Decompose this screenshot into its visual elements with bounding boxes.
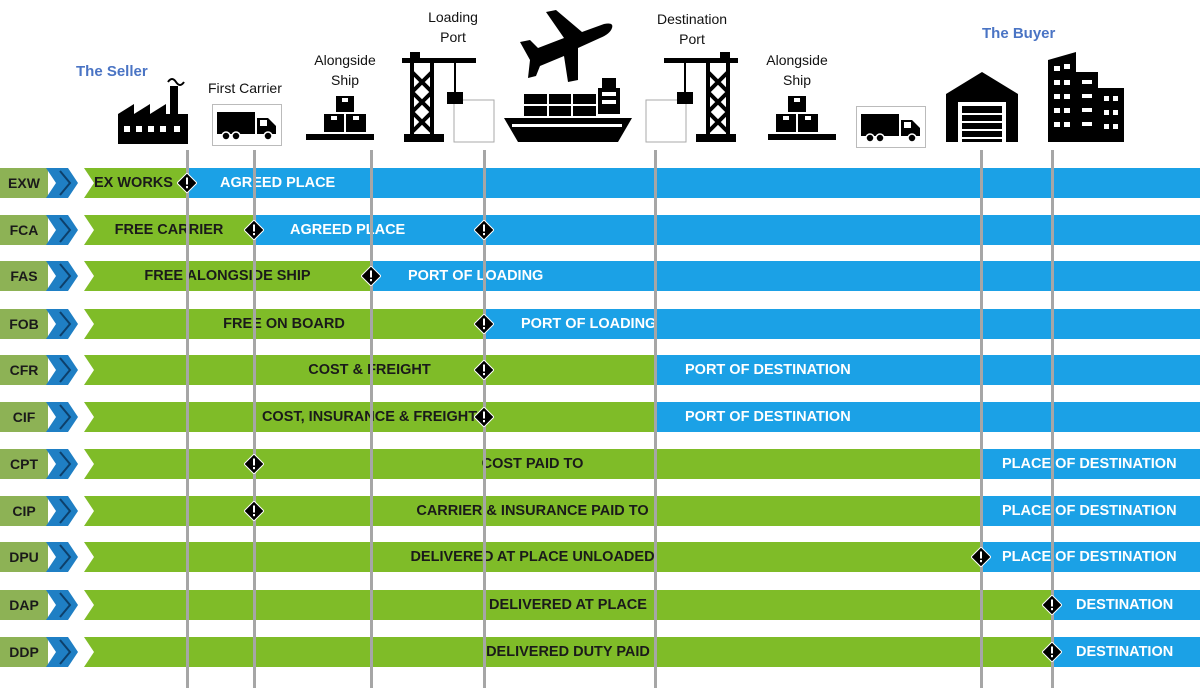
alongside-ship-origin-line2: Ship <box>330 72 360 88</box>
seller-segment: COST, INSURANCE & FREIGHT <box>84 402 655 432</box>
transfer-point-icon <box>244 454 264 474</box>
airplane-icon <box>520 10 613 82</box>
buyer-segment: PLACE OF DESTINATION <box>981 496 1200 526</box>
loading-port-line2: Port <box>440 29 466 45</box>
warehouse-icon <box>946 72 1018 142</box>
buyer-segment: PORT OF DESTINATION <box>655 402 1200 432</box>
transfer-point-icon <box>244 501 264 521</box>
incoterm-code: DPU <box>0 542 48 572</box>
seller-segment: CARRIER & INSURANCE PAID TO <box>84 496 981 526</box>
transfer-point-icon <box>1042 642 1062 662</box>
chevron-right-icon <box>46 496 78 526</box>
seller-segment: EX WORKS <box>84 168 187 198</box>
loading-port-line1: Loading <box>428 9 478 25</box>
transfer-point-icon <box>474 360 494 380</box>
chevron-right-icon <box>46 402 78 432</box>
port-crane-icon <box>645 52 738 143</box>
alongside-ship-origin-line1: Alongside <box>314 52 376 68</box>
buyer-segment: PLACE OF DESTINATION <box>981 449 1200 479</box>
transfer-point-icon <box>474 407 494 427</box>
buyer-segment: PORT OF LOADING <box>371 261 1200 291</box>
alongside-ship-dest-label: Alongside Ship <box>762 50 832 90</box>
seller-segment: FREE ALONGSIDE SHIP <box>84 261 371 291</box>
alongside-ship-dest-line2: Ship <box>782 72 812 88</box>
seller-segment: DELIVERED AT PLACE UNLOADED <box>84 542 981 572</box>
cargo-boxes-icon <box>306 96 374 140</box>
incoterm-code: FOB <box>0 309 48 339</box>
seller-segment: FREE ON BOARD <box>84 309 484 339</box>
port-crane-icon <box>402 52 495 143</box>
transfer-point-icon <box>361 266 381 286</box>
chevron-right-icon <box>46 590 78 620</box>
chevron-right-icon <box>46 449 78 479</box>
incoterm-code: FAS <box>0 261 48 291</box>
buyer-label: The Buyer <box>982 25 1056 42</box>
incoterm-code: CPT <box>0 449 48 479</box>
seller-segment: COST PAID TO <box>84 449 981 479</box>
chevron-right-icon <box>46 261 78 291</box>
seller-segment: DELIVERED AT PLACE <box>84 590 1052 620</box>
transfer-point-icon <box>971 547 991 567</box>
chevron-right-icon <box>46 309 78 339</box>
truck-icon <box>212 104 282 146</box>
seller-segment: FREE CARRIER <box>84 215 254 245</box>
destination-port-label: Destination Port <box>650 9 734 49</box>
transfer-point-icon <box>244 220 264 240</box>
transfer-point-icon <box>1042 595 1062 615</box>
chevron-right-icon <box>46 168 78 198</box>
buyer-segment: DESTINATION <box>1052 590 1200 620</box>
incoterm-code: FCA <box>0 215 48 245</box>
cargo-ship-icon <box>504 78 632 142</box>
buyer-segment: AGREED PLACE <box>187 168 1200 198</box>
chevron-right-icon <box>46 637 78 667</box>
office-building-icon <box>1048 52 1124 142</box>
incoterm-code: DDP <box>0 637 48 667</box>
seller-label: The Seller <box>76 63 148 80</box>
chevron-right-icon <box>46 215 78 245</box>
alongside-ship-origin-label: Alongside Ship <box>310 50 380 90</box>
incoterm-code: CFR <box>0 355 48 385</box>
incoterm-code: CIP <box>0 496 48 526</box>
buyer-segment: AGREED PLACE <box>254 215 1200 245</box>
chevron-right-icon <box>46 542 78 572</box>
buyer-segment: DESTINATION <box>1052 637 1200 667</box>
incoterm-code: DAP <box>0 590 48 620</box>
buyer-segment: PORT OF LOADING <box>484 309 1200 339</box>
factory-icon <box>118 78 188 144</box>
truck-icon <box>856 106 926 148</box>
destination-port-line1: Destination <box>656 11 728 27</box>
chevron-right-icon <box>46 355 78 385</box>
seller-segment: COST & FREIGHT <box>84 355 655 385</box>
seller-segment: DELIVERED DUTY PAID <box>84 637 1052 667</box>
buyer-segment: PLACE OF DESTINATION <box>981 542 1200 572</box>
alongside-ship-dest-line1: Alongside <box>766 52 828 68</box>
incoterm-code: EXW <box>0 168 48 198</box>
loading-port-label: Loading Port <box>418 7 488 47</box>
transfer-point-icon <box>474 314 494 334</box>
incoterm-code: CIF <box>0 402 48 432</box>
transfer-point-icon <box>474 220 494 240</box>
first-carrier-label: First Carrier <box>208 80 282 96</box>
header-illustration: The Seller First Carrier Alongside Ship … <box>0 0 1200 160</box>
buyer-segment: PORT OF DESTINATION <box>655 355 1200 385</box>
cargo-boxes-icon <box>768 96 836 140</box>
destination-port-line2: Port <box>679 31 705 47</box>
transfer-point-icon <box>177 173 197 193</box>
